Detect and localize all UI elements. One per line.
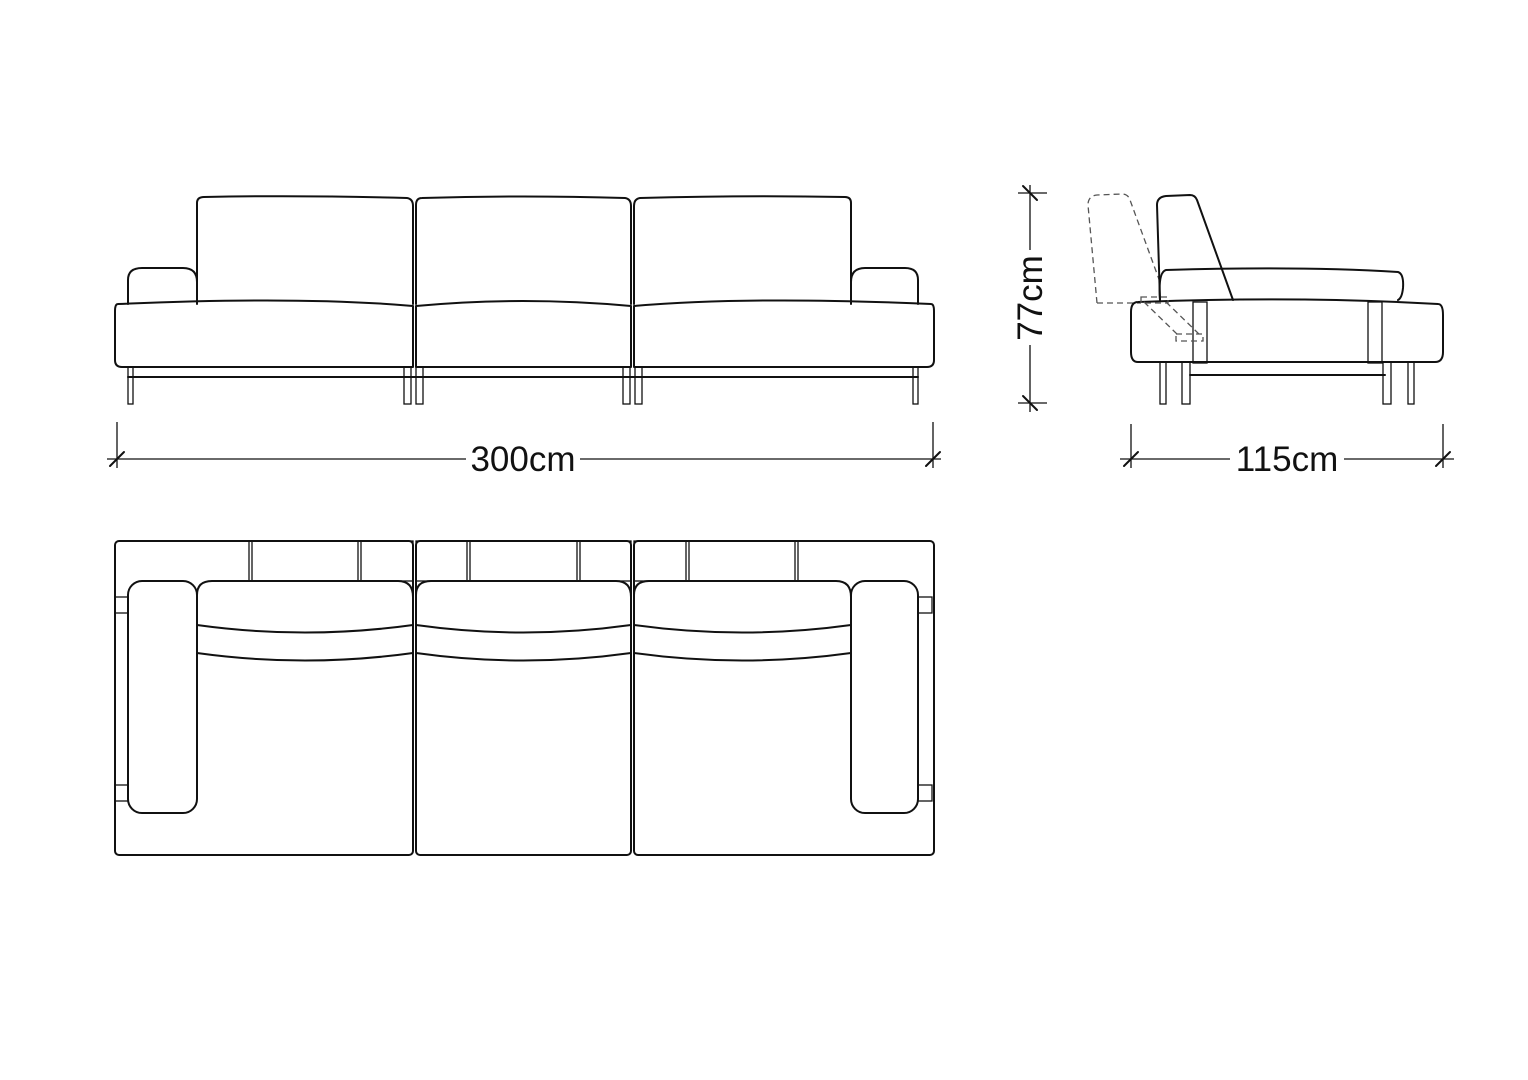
seat-right [633, 299, 935, 368]
height-dimension: 77cm [1011, 185, 1050, 412]
seat-cushion-rolls [196, 580, 852, 662]
strap-front [1192, 301, 1208, 364]
top-view [114, 540, 935, 856]
back-cushion-right [633, 195, 852, 305]
width-label: 300cm [470, 440, 575, 479]
armrest-left [127, 267, 198, 305]
side-view [1087, 193, 1444, 405]
seat-module-middle [415, 540, 632, 856]
depth-label: 115cm [1236, 440, 1338, 479]
back-cushion-left [196, 195, 414, 305]
seat-middle [415, 300, 632, 368]
reclined-back-outline [1087, 193, 1161, 304]
seat-module-left [114, 540, 414, 856]
legs [127, 366, 919, 405]
top-armrest-right [850, 580, 919, 814]
strap-back [1367, 301, 1383, 364]
backrest [1156, 194, 1234, 301]
seat-base [1130, 298, 1444, 363]
top-armrest-left [127, 580, 198, 814]
height-label: 77cm [1011, 255, 1050, 341]
front-view [114, 195, 935, 405]
depth-dimension: 115cm [1120, 424, 1454, 479]
armrest-right [850, 267, 919, 305]
seat-module-right [633, 540, 935, 856]
back-cushion-middle [415, 195, 632, 305]
back-cushion-tops [248, 540, 799, 582]
side-legs [1159, 361, 1415, 405]
seat-cushion [1158, 267, 1405, 301]
width-dimension: 300cm [107, 422, 941, 479]
arm-brackets [114, 596, 933, 802]
recline-mechanism [1140, 296, 1204, 342]
seat-left [114, 299, 414, 368]
